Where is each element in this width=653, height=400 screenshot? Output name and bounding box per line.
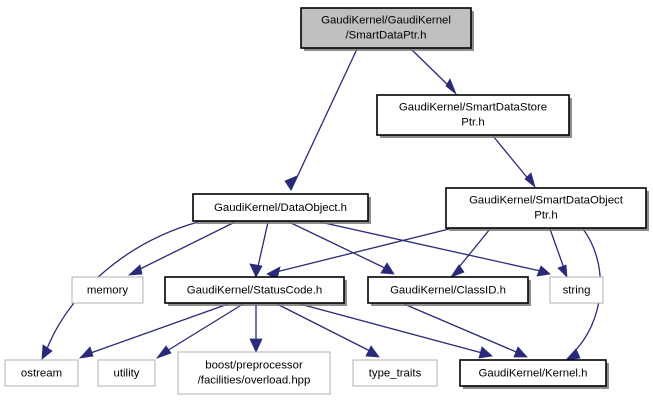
edge-statuscode-to-kernel xyxy=(299,303,493,359)
edge-line xyxy=(271,228,450,274)
arrowhead-icon xyxy=(536,265,551,277)
nodes-layer: GaudiKernel/GaudiKernel/SmartDataPtr.hGa… xyxy=(4,7,649,395)
edge-classid-to-kernel xyxy=(403,303,528,358)
edge-statuscode-to-boostoverload xyxy=(249,304,263,353)
node-dataobject[interactable]: GaudiKernel/DataObject.h xyxy=(192,193,371,224)
arrowhead-icon xyxy=(249,263,263,278)
edge-smartdatastoreptr-to-smartdataobjectptr xyxy=(492,135,536,189)
arrowhead-icon xyxy=(449,264,465,278)
node-box[interactable] xyxy=(459,359,607,387)
node-boostoverload[interactable]: boost/preprocessor/facilities/overload.h… xyxy=(177,351,331,395)
arrowhead-icon xyxy=(513,346,528,358)
edge-line xyxy=(492,135,531,182)
node-box[interactable] xyxy=(445,187,647,229)
edge-line xyxy=(299,303,487,355)
edge-root-to-smartdatastoreptr xyxy=(410,48,457,96)
edge-line xyxy=(133,221,236,273)
arrowhead-icon xyxy=(284,175,298,191)
node-string[interactable]: string xyxy=(549,276,604,304)
node-box[interactable] xyxy=(4,359,79,387)
node-typetraits[interactable]: type_traits xyxy=(352,359,438,387)
edge-line xyxy=(161,303,244,355)
edge-root-to-dataobject xyxy=(284,48,358,191)
edge-statuscode-to-ostream xyxy=(78,303,229,359)
node-memory[interactable]: memory xyxy=(71,276,144,304)
edge-smartdataobjectptr-to-classid xyxy=(449,228,491,278)
edge-line xyxy=(290,48,358,191)
arrowhead-icon xyxy=(380,262,395,275)
node-box[interactable] xyxy=(367,276,529,304)
node-ostream[interactable]: ostream xyxy=(4,359,79,387)
edge-line xyxy=(549,228,566,272)
node-box[interactable] xyxy=(300,7,472,49)
arrowhead-icon xyxy=(155,345,172,359)
node-kernel[interactable]: GaudiKernel/Kernel.h xyxy=(459,359,609,389)
edge-smartdataobjectptr-to-string xyxy=(549,228,568,279)
edge-line xyxy=(454,228,491,273)
edge-dataobject-to-statuscode xyxy=(249,221,269,278)
arrowhead-icon xyxy=(524,172,536,189)
arrowhead-icon xyxy=(564,348,581,361)
edge-line xyxy=(44,221,199,355)
arrowhead-icon xyxy=(478,346,493,359)
node-utility[interactable]: utility xyxy=(97,359,156,387)
arrowhead-icon xyxy=(41,344,53,360)
node-box[interactable] xyxy=(549,276,604,304)
node-statuscode[interactable]: GaudiKernel/StatusCode.h xyxy=(164,276,347,306)
arrowhead-icon xyxy=(445,78,457,96)
node-box[interactable] xyxy=(97,359,156,387)
arrowhead-icon xyxy=(127,264,143,276)
edge-dataobject-to-string xyxy=(319,221,551,277)
edge-line xyxy=(256,221,269,272)
node-classid[interactable]: GaudiKernel/ClassID.h xyxy=(367,276,531,306)
node-box[interactable] xyxy=(376,94,570,136)
node-box[interactable] xyxy=(352,359,438,387)
arrowhead-icon xyxy=(249,338,263,353)
arrowhead-icon xyxy=(557,264,568,279)
edge-smartdataobjectptr-to-statuscode xyxy=(266,228,450,280)
edge-statuscode-to-utility xyxy=(155,303,244,359)
edge-line xyxy=(288,221,390,271)
node-box[interactable] xyxy=(192,193,369,222)
edge-dataobject-to-ostream xyxy=(41,221,199,360)
arrowhead-icon xyxy=(78,346,94,359)
node-box[interactable] xyxy=(164,276,345,304)
edge-line xyxy=(403,303,522,355)
edge-line xyxy=(410,48,453,90)
edges-layer xyxy=(41,48,602,361)
node-root[interactable]: GaudiKernel/GaudiKernel/SmartDataPtr.h xyxy=(300,7,474,51)
edge-dataobject-to-memory xyxy=(127,221,236,276)
edge-line xyxy=(276,303,375,354)
arrowhead-icon xyxy=(365,345,380,358)
edge-dataobject-to-classid xyxy=(288,221,395,275)
edge-statuscode-to-typetraits xyxy=(276,303,380,358)
edge-line xyxy=(84,303,229,356)
node-box[interactable] xyxy=(177,351,331,395)
edge-line xyxy=(319,221,546,273)
node-box[interactable] xyxy=(71,276,144,304)
